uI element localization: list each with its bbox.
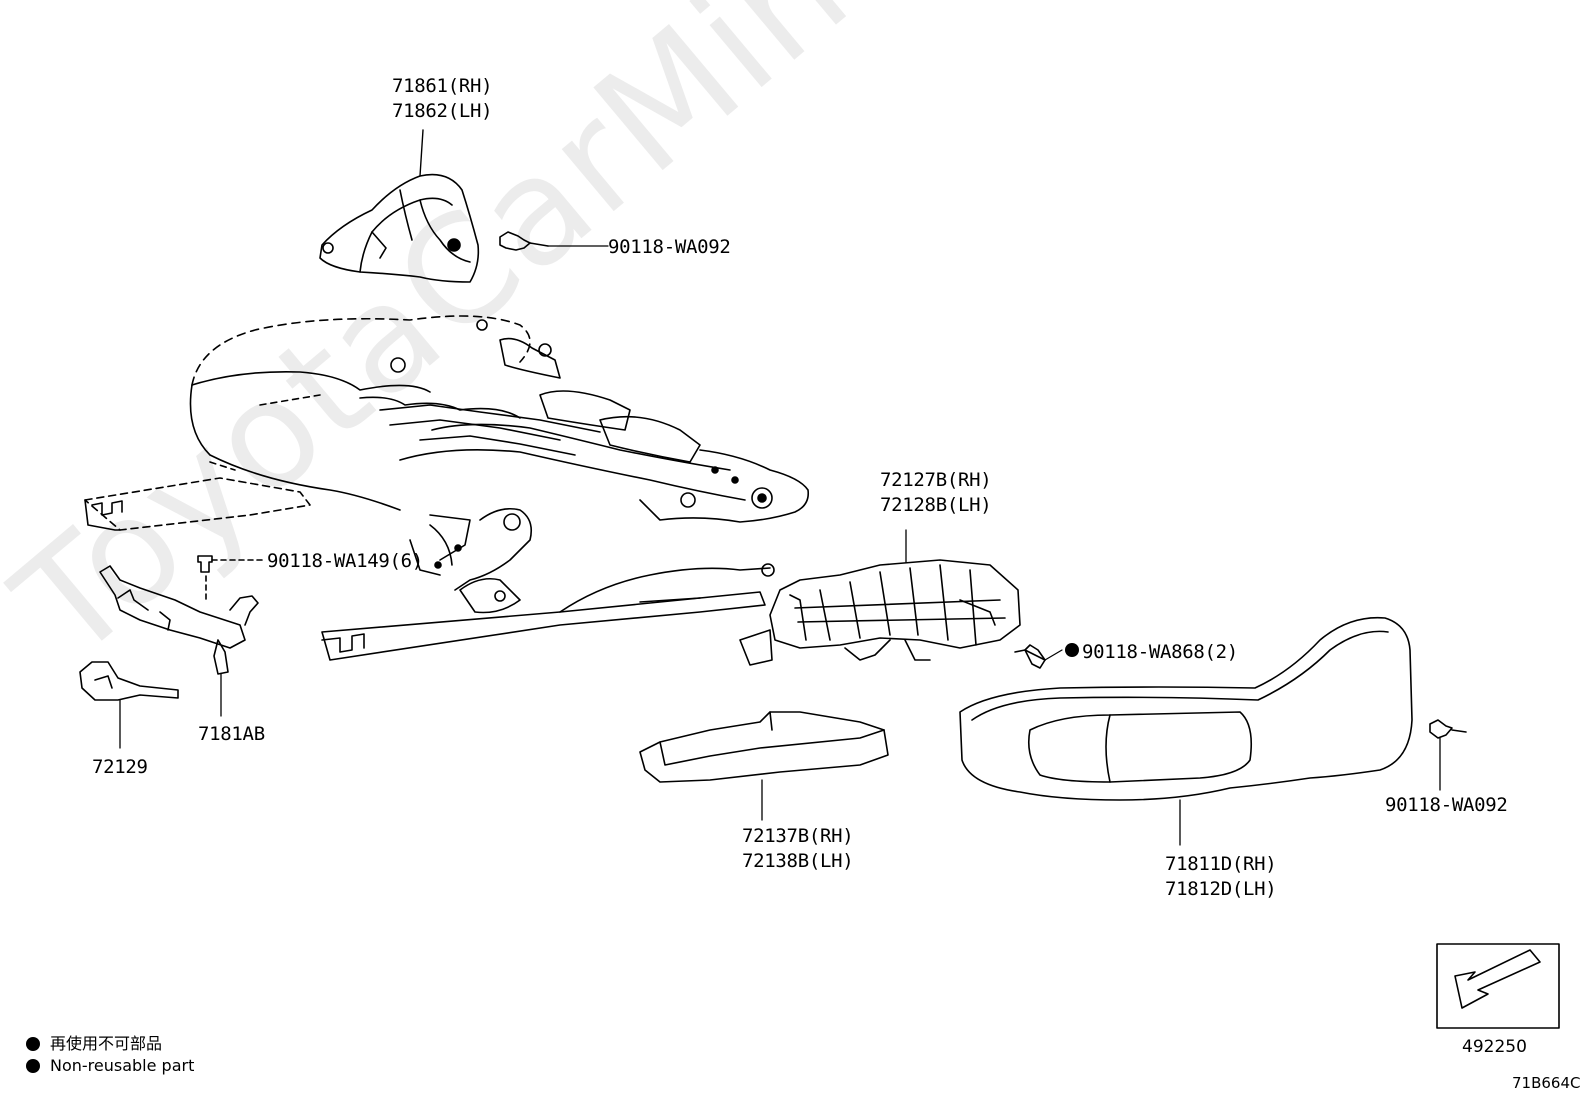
callout-72137b: 72137B(RH) [742, 825, 854, 847]
illustration-code: 71B664C [1512, 1074, 1581, 1092]
clip-fastener-right [1429, 719, 1467, 791]
side-shield-71811d-part [959, 616, 1413, 846]
callout-71862: 71862(LH) [392, 100, 493, 122]
seat-frame-assembly [84, 315, 810, 661]
trim-72137b-part [639, 711, 889, 821]
callout-7181ab: 7181AB [198, 723, 265, 745]
callout-72138b: 72138B(LH) [742, 850, 854, 872]
callout-71811d: 71811D(RH) [1165, 853, 1277, 875]
clip-fastener-top [499, 231, 609, 251]
bullet-icon [26, 1037, 40, 1051]
bullet-icon [26, 1059, 40, 1073]
callout-72128b: 72128B(LH) [880, 494, 992, 516]
callout-72127b: 72127B(RH) [880, 469, 992, 491]
bracket-7181ab-part [99, 565, 259, 717]
legend-en: Non-reusable part [50, 1056, 195, 1075]
callout-71861: 71861(RH) [392, 75, 493, 97]
clip-72129-part [79, 661, 179, 749]
view-indicator-code: 492250 [1462, 1037, 1527, 1057]
shield-cover-part [319, 129, 480, 283]
view-indicator-box [1436, 943, 1560, 1029]
legend-jp-row: 再使用不可部品 [26, 1030, 162, 1054]
callout-clip-top: 90118-WA092 [608, 236, 731, 258]
callout-clip-right: 90118-WA092 [1385, 794, 1508, 816]
callout-71812d: 71812D(LH) [1165, 878, 1277, 900]
screw-wa149-part [197, 555, 263, 601]
screw-wa868-part [1014, 643, 1079, 669]
callout-72129: 72129 [92, 756, 148, 778]
legend-jp: 再使用不可部品 [50, 1034, 163, 1053]
callout-screw-wa149: 90118-WA149(6) [267, 550, 423, 572]
callout-screw-wa868: 90118-WA868(2) [1082, 641, 1238, 663]
legend-en-row: Non-reusable part [26, 1056, 194, 1075]
side-cover-72127b-part [739, 529, 1021, 666]
